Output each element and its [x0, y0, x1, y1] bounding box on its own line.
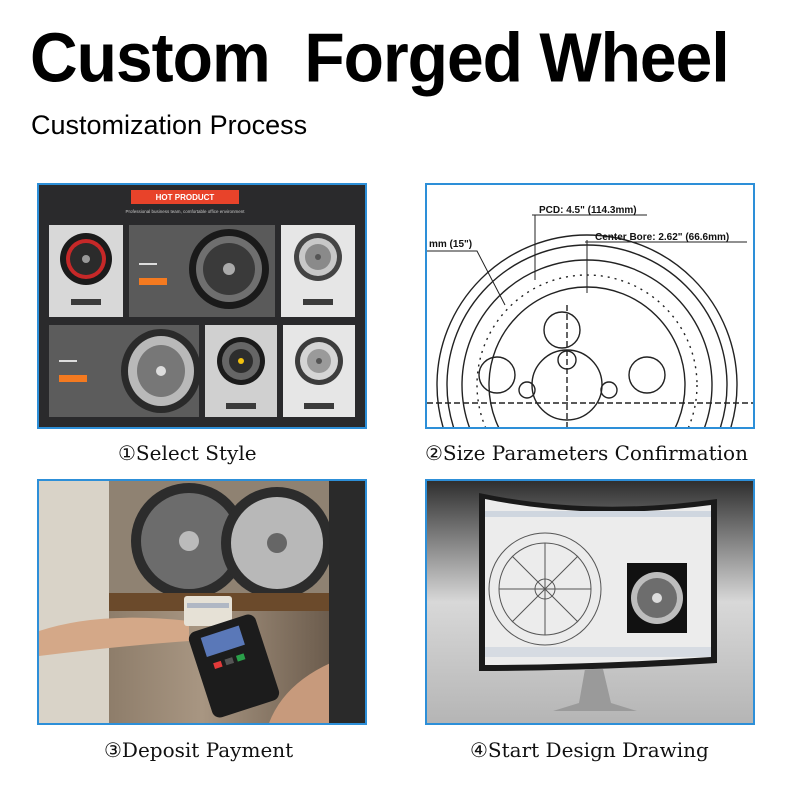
card-terminal [188, 614, 280, 718]
credit-card [184, 596, 232, 626]
width-label: mm (15") [429, 239, 472, 250]
page-title: Custom Forged Wheel [30, 17, 730, 97]
deposit-payment-image [37, 479, 367, 725]
wheel-silver [294, 233, 342, 281]
wheel-bright-silver [295, 337, 343, 385]
wheel-red-black [60, 233, 112, 285]
step-3-caption: ③Deposit Payment [104, 738, 294, 762]
select-style-image: HOT PRODUCT Professional business team, … [37, 183, 367, 429]
design-drawing-image [425, 479, 755, 725]
wheel-graphite [189, 229, 269, 309]
catalog-tagline: Professional business team, comfortable … [126, 209, 246, 214]
hot-product-banner: HOT PRODUCT [156, 193, 215, 202]
wheel-display-right [221, 487, 333, 599]
step-2-caption: ②Size Parameters Confirmation [425, 441, 748, 465]
curved-monitor [479, 493, 717, 671]
center-bore-label: Center Bore: 2.62" (66.6mm) [595, 232, 729, 243]
step-1-caption: ①Select Style [118, 441, 257, 465]
wheel-chrome-mesh [121, 329, 201, 413]
pcd-label: PCD: 4.5" (114.3mm) [539, 205, 637, 216]
page-subtitle: Customization Process [31, 110, 308, 140]
size-parameters-image: PCD: 4.5" (114.3mm) Center Bore: 2.62" (… [425, 183, 755, 429]
wheel-display-left [131, 483, 247, 599]
wheel-dark-rim [217, 337, 265, 385]
step-4-caption: ④Start Design Drawing [470, 738, 709, 762]
